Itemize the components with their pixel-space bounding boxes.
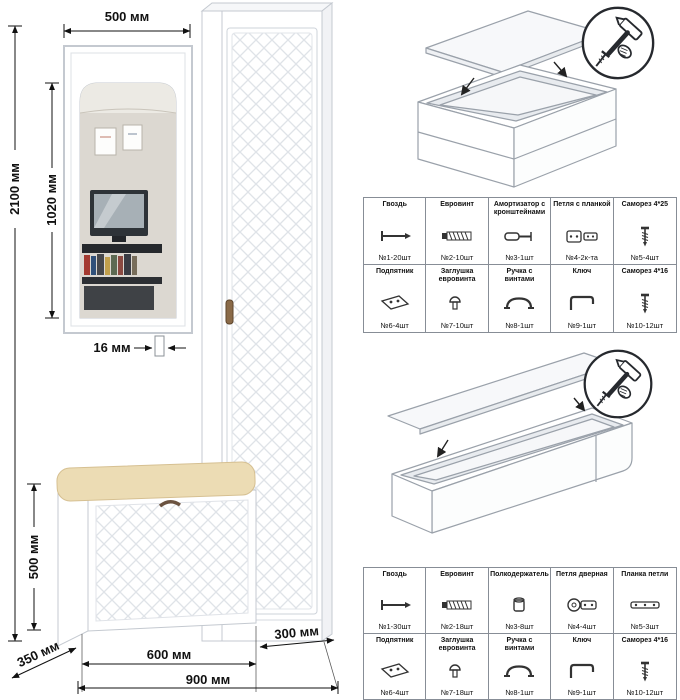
furniture-dimension-drawing: 500 мм 2100 мм 1020 мм 16 мм — [7, 1, 339, 694]
dim-label-mirror-thickness: 16 мм — [93, 340, 130, 355]
dim-label-mirror-width: 500 мм — [105, 9, 150, 24]
dim-label-bench-height: 500 мм — [26, 535, 41, 580]
dim-total-height: 2100 мм — [7, 25, 22, 642]
key-icon — [564, 292, 600, 314]
hardware-cell: Заглушка евровинта №7-18шт — [426, 633, 489, 699]
mirror — [63, 45, 193, 357]
shelf-support-icon — [501, 594, 537, 616]
dim-label-mirror-height: 1020 мм — [44, 174, 59, 226]
wardrobe-hardware-table: Гвоздь №1-30шт Евровинт №2-18шт Полкодер… — [363, 567, 677, 700]
mirror-edge-board — [154, 335, 165, 357]
wardrobe-handle — [225, 299, 234, 325]
screw-icon — [627, 660, 663, 682]
hammer-icon — [583, 8, 653, 78]
hardware-cell: Евровинт №2-10шт — [426, 198, 489, 265]
books — [84, 254, 137, 275]
handle-icon — [501, 660, 537, 682]
hardware-cell: Петля с планкой №4-2к-та — [551, 198, 614, 265]
euroscrew-icon — [439, 225, 475, 247]
bench-hardware-table: Гвоздь №1-20шт Евровинт №2-10шт Амортиза… — [363, 197, 677, 333]
cap-icon — [439, 660, 475, 682]
mirror-reflection — [80, 83, 176, 318]
hardware-cell: Евровинт №2-18шт — [426, 568, 489, 634]
box-side-face — [513, 88, 617, 188]
bench-assembly-diagram — [417, 2, 678, 188]
cap-icon — [439, 292, 475, 314]
hardware-cell: Ключ №9-1шт — [551, 633, 614, 699]
hardware-cell: Саморез 4*16 №10-12шт — [621, 268, 668, 330]
hardware-cell: Заглушка евровинта №7-10шт — [426, 265, 489, 332]
screw-icon — [627, 225, 663, 247]
screw-icon — [627, 292, 663, 314]
bench-cushion — [56, 461, 256, 502]
dim-total-width: 900 мм — [77, 672, 339, 694]
tv-stand — [82, 244, 162, 253]
nail-icon — [377, 225, 413, 247]
dim-label-total-height: 2100 мм — [7, 163, 22, 215]
hardware-cell: Подпятник №6-4шт — [364, 633, 427, 699]
box-front-face — [431, 422, 633, 534]
picture-frame — [94, 127, 117, 156]
box-end-face — [391, 473, 433, 534]
foot-pad-icon — [377, 292, 413, 314]
dim-mirror-thickness: 16 мм — [93, 340, 186, 355]
hardware-cell: Гвоздь №1-20шт — [364, 198, 427, 265]
hardware-cell: Полкодержатель №3-8шт — [488, 568, 552, 634]
shoe-bench — [56, 461, 257, 647]
dimensions: 500 мм 2100 мм 1020 мм 16 мм — [7, 9, 339, 694]
key-icon — [564, 660, 600, 682]
dim-bench-depth: 350 мм — [11, 638, 77, 679]
hardware-cell: Амортизатор с кронштейнами №3-1шт — [488, 198, 552, 265]
hardware-cell: Планка петли №5-3шт — [613, 568, 676, 634]
insert-arrows — [460, 61, 568, 96]
hardware-cell: Ручка с винтами №8-1шт — [489, 633, 552, 699]
dim-label-bench-width: 600 мм — [147, 647, 192, 662]
handle-icon — [501, 292, 537, 314]
dim-mirror-height: 1020 мм — [44, 82, 59, 319]
euroscrew-icon — [439, 594, 475, 616]
hardware-cell: Саморез 4*16 №10-12шт — [621, 636, 668, 698]
insert-arrows — [436, 397, 586, 458]
hardware-cell: Ручка с винтами №8-1шт — [489, 265, 552, 332]
foot-pad-icon — [377, 660, 413, 682]
hinge-with-plate-icon — [564, 225, 600, 247]
picture-frame — [122, 124, 143, 151]
dim-cabinet-width: 300 мм — [259, 623, 335, 650]
nail-icon — [377, 594, 413, 616]
wardrobe-assembly-diagram — [387, 342, 678, 534]
hardware-cell: Ключ №9-1шт — [551, 265, 614, 332]
door-hinge-icon — [564, 594, 600, 616]
hardware-cell: Гвоздь №1-30шт — [364, 568, 427, 634]
bench-handle — [158, 500, 182, 508]
hardware-cell: Подпятник №6-4шт — [364, 265, 427, 332]
damper-icon — [501, 225, 537, 247]
hardware-cell: Петля дверная №4-4шт — [551, 568, 614, 634]
hinge-strip-icon — [627, 594, 663, 616]
dim-label-total-width: 900 мм — [186, 672, 231, 687]
dim-label-cabinet-width: 300 мм — [274, 623, 320, 642]
dim-bench-width: 600 мм — [81, 647, 257, 668]
hammer-icon — [585, 351, 652, 418]
hardware-cell: Саморез 4*25 №5-4шт — [613, 198, 676, 265]
dim-bench-height: 500 мм — [26, 483, 41, 631]
top-panel — [425, 10, 605, 73]
dim-mirror-width: 500 мм — [63, 9, 191, 38]
